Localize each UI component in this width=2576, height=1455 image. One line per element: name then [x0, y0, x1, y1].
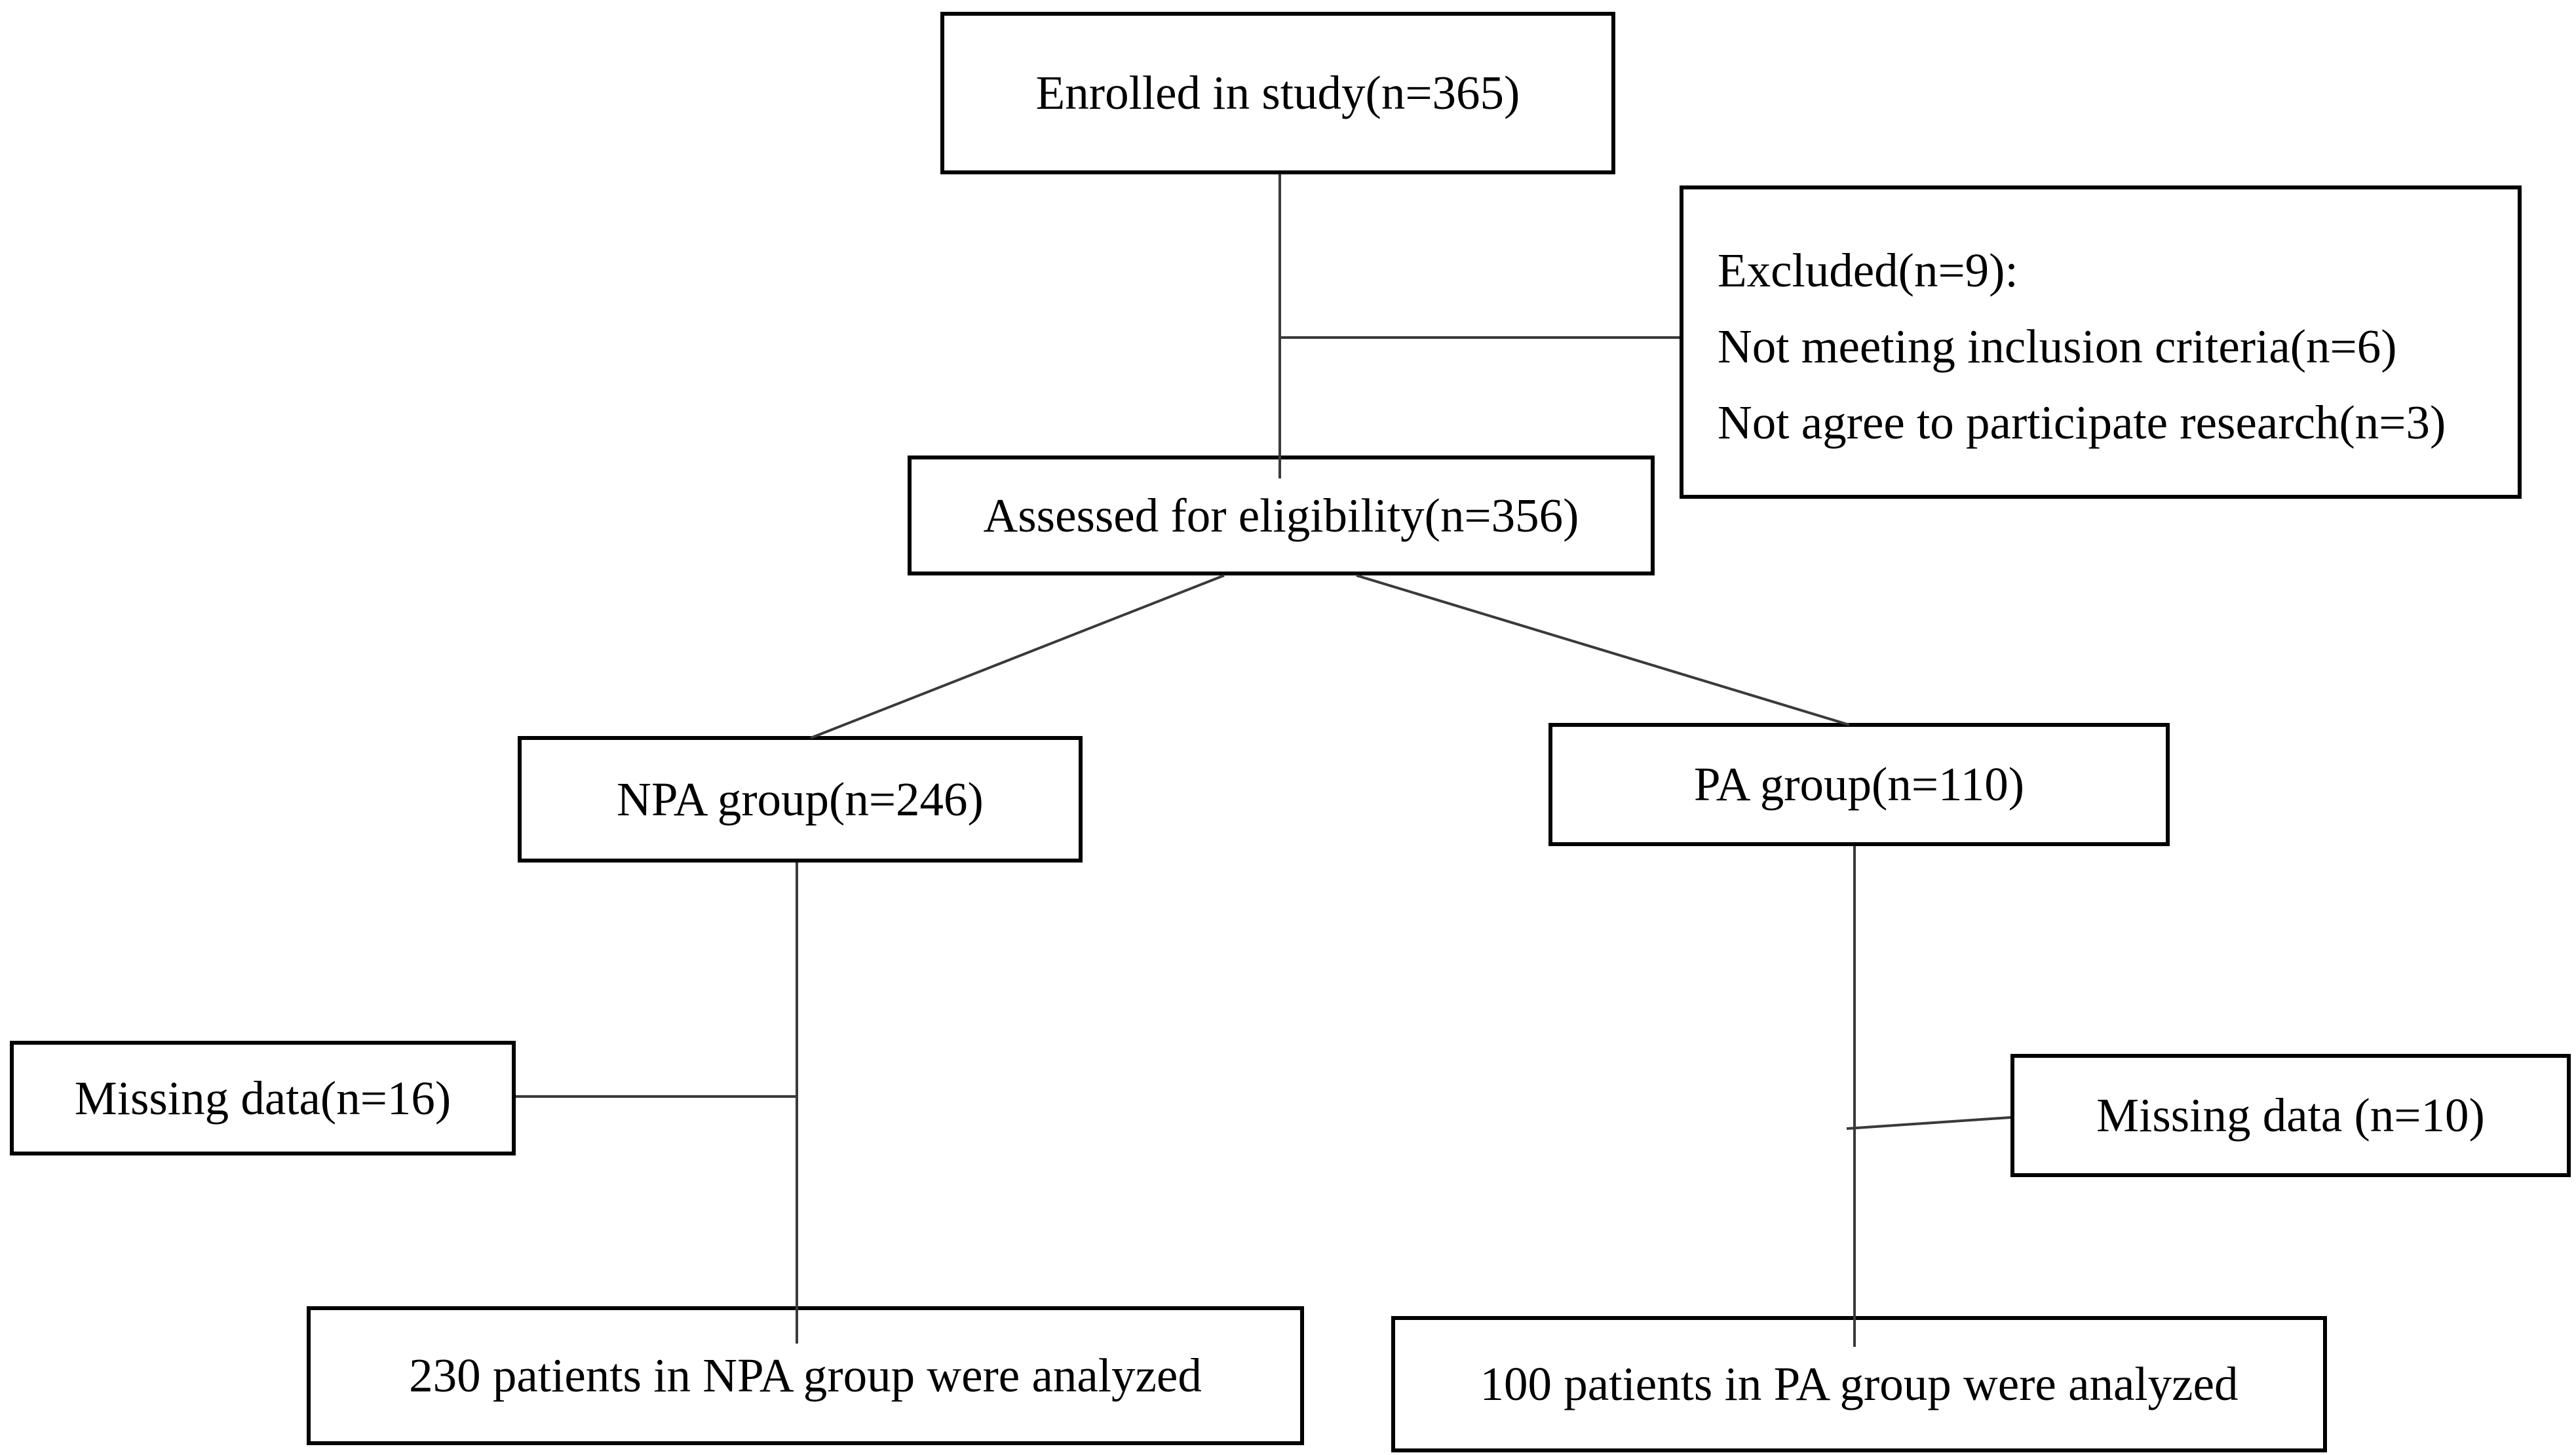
missing-data-pa-label: Missing data (n=10)	[2096, 1089, 2485, 1142]
connector-assessed-to-pa	[1356, 574, 1850, 726]
excluded-box: Excluded(n=9): Not meeting inclusion cri…	[1680, 185, 2522, 499]
missing-data-npa-box: Missing data(n=16)	[10, 1041, 516, 1155]
enrolled-label: Enrolled in study(n=365)	[1035, 66, 1520, 120]
analyzed-pa-box: 100 patients in PA group were analyzed	[1391, 1316, 2327, 1452]
missing-data-pa-box: Missing data (n=10)	[2010, 1054, 2571, 1177]
analyzed-npa-label: 230 patients in NPA group were analyzed	[409, 1349, 1202, 1403]
analyzed-npa-box: 230 patients in NPA group were analyzed	[307, 1306, 1304, 1445]
enrolled-box: Enrolled in study(n=365)	[940, 12, 1615, 174]
pa-group-label: PA group(n=110)	[1693, 758, 2025, 811]
analyzed-pa-label: 100 patients in PA group were analyzed	[1480, 1357, 2239, 1411]
npa-group-box: NPA group(n=246)	[518, 736, 1083, 863]
excluded-line-3: Not agree to participate research(n=3)	[1718, 396, 2446, 449]
excluded-line-2: Not meeting inclusion criteria(n=6)	[1718, 320, 2397, 373]
pa-group-box: PA group(n=110)	[1548, 723, 2170, 846]
assessed-box: Assessed for eligibility(n=356)	[908, 456, 1655, 575]
assessed-label: Assessed for eligibility(n=356)	[983, 488, 1579, 542]
npa-group-label: NPA group(n=246)	[617, 772, 984, 826]
connector-assessed-to-npa	[810, 574, 1225, 739]
missing-data-npa-label: Missing data(n=16)	[74, 1071, 452, 1125]
connector-missing-pa-branch	[1846, 1116, 2011, 1130]
excluded-line-1: Excluded(n=9):	[1718, 244, 2018, 297]
